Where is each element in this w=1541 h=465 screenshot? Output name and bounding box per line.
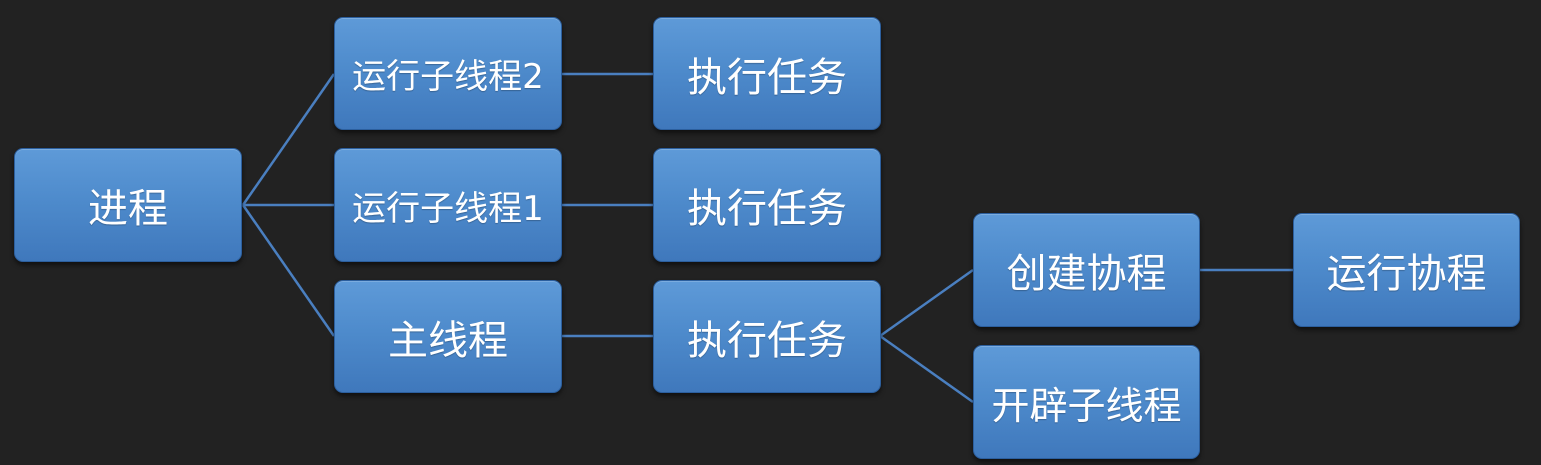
node-main-thread: 主线程 (334, 280, 562, 393)
node-spawn-child-thread: 开辟子线程 (973, 345, 1200, 459)
node-task-main: 执行任务 (653, 280, 881, 393)
node-task-thread-2: 执行任务 (653, 17, 881, 130)
node-create-coroutine: 创建协程 (973, 213, 1200, 327)
connector-process-to-main-thread (241, 204, 336, 337)
node-run-coroutine: 运行协程 (1293, 213, 1520, 327)
node-process: 进程 (14, 148, 242, 262)
connector-task-to-spawn-child-thread (879, 334, 974, 404)
node-task-thread-1: 执行任务 (653, 148, 881, 262)
connector-process-to-child-thread-2 (241, 73, 336, 206)
node-child-thread-1: 运行子线程1 (334, 148, 562, 262)
connector-task-to-create-coroutine (879, 268, 974, 338)
node-child-thread-2: 运行子线程2 (334, 17, 562, 130)
